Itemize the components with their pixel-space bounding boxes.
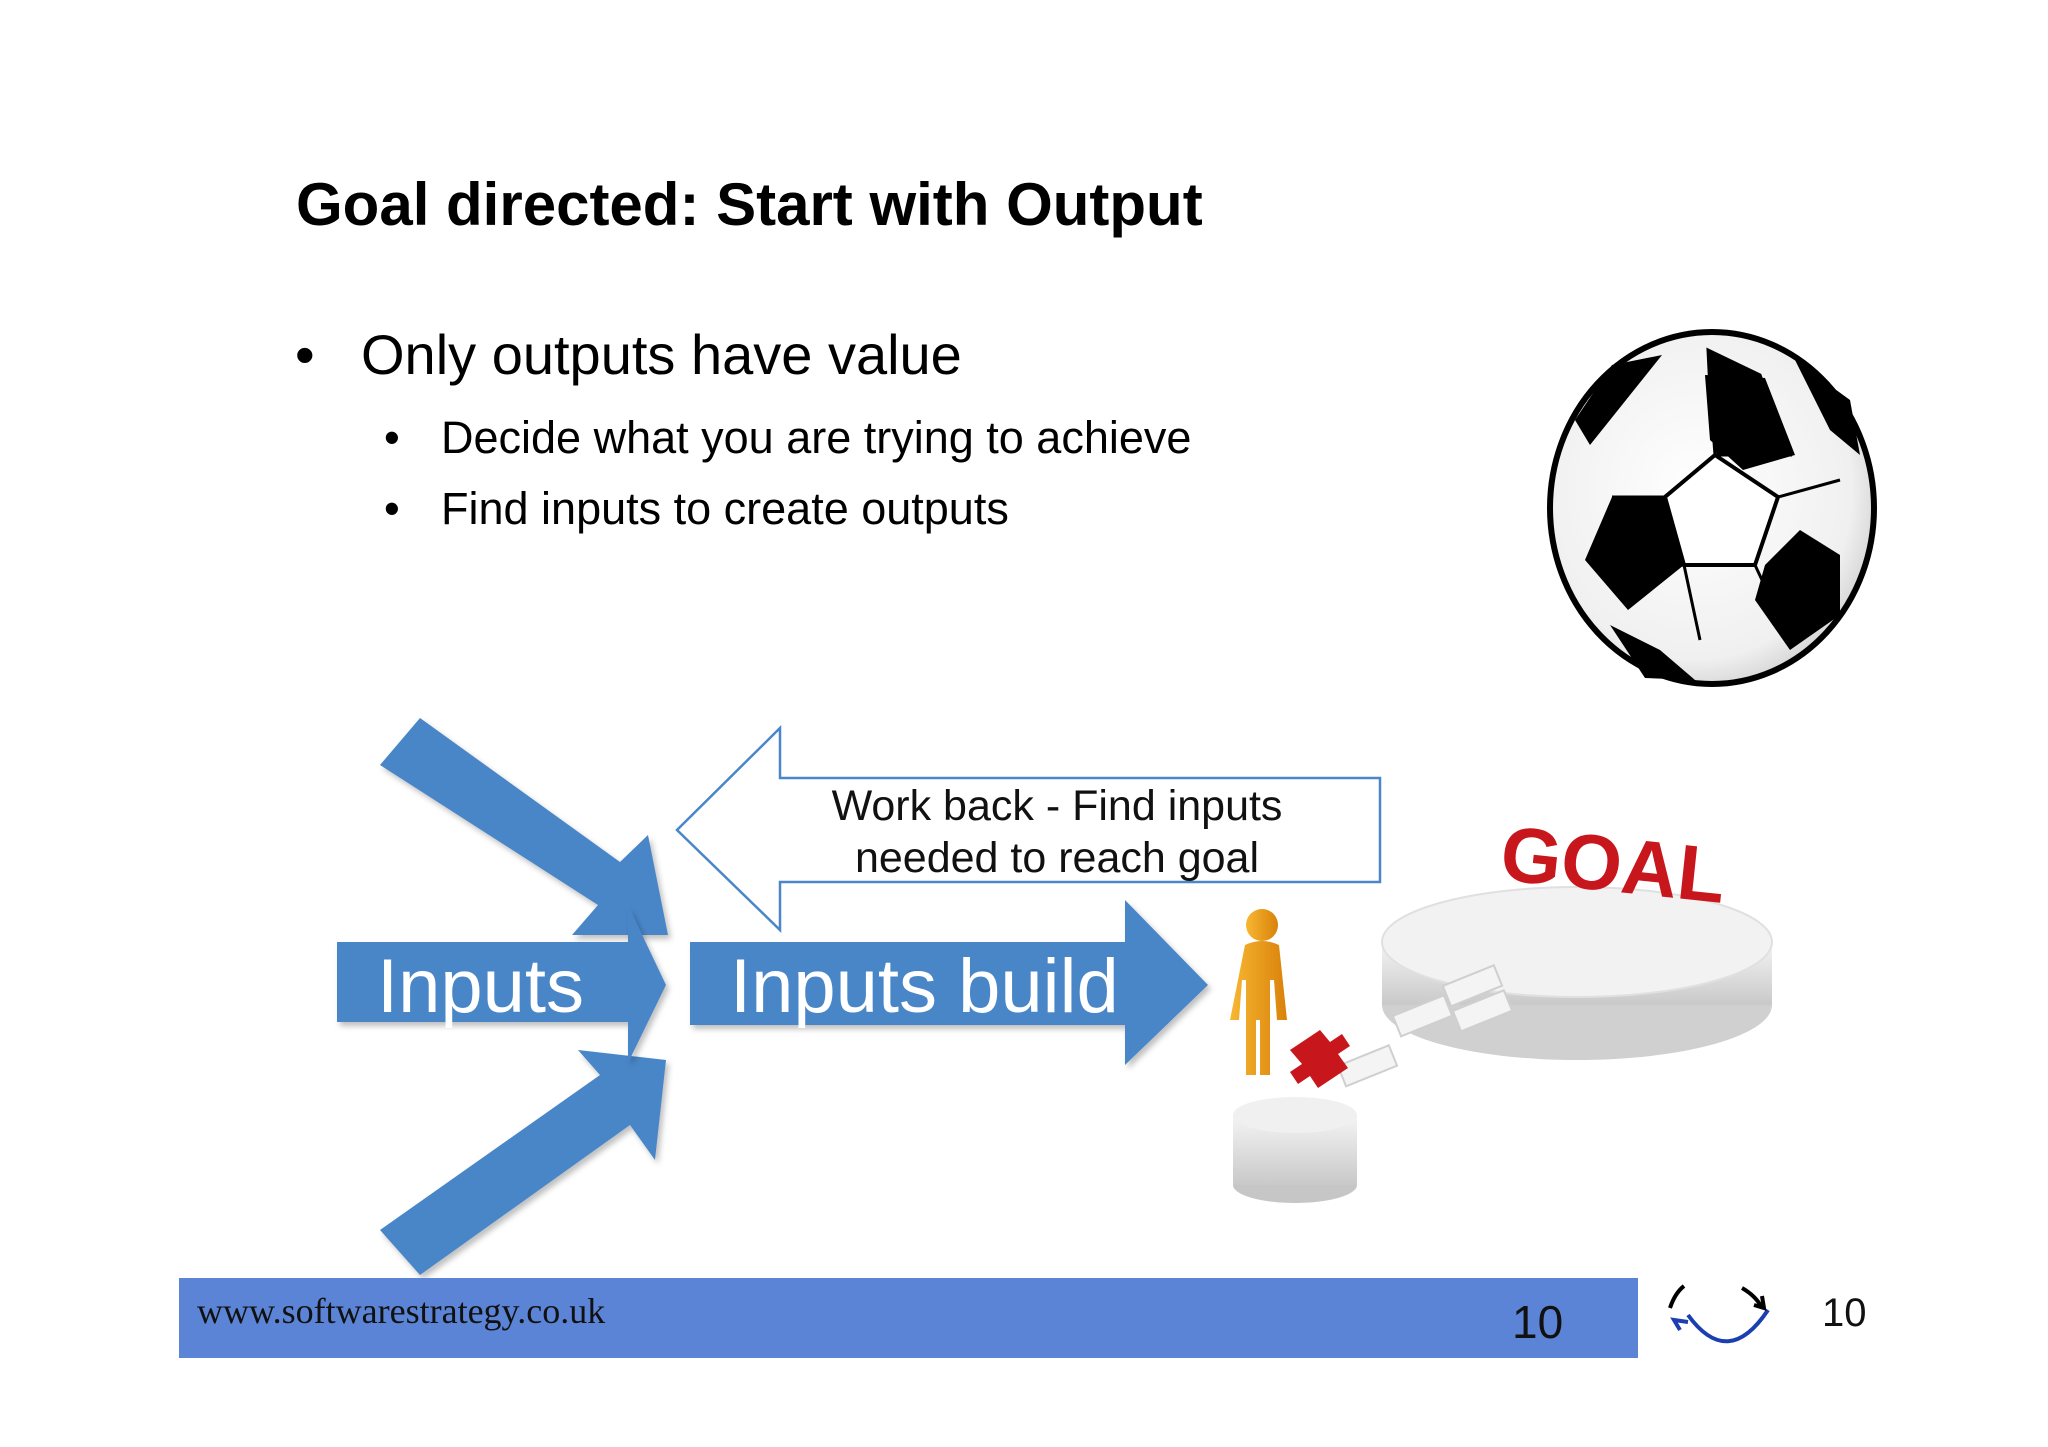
lower-input-arrow (380, 1050, 666, 1275)
slide-page-number: 10 (1822, 1291, 1867, 1335)
bullet-item-1: • Only outputs have value (295, 322, 962, 387)
inputs-build-label: Inputs build (730, 944, 1119, 1029)
bullet-text-2: Decide what you are trying to achieve (441, 412, 1192, 463)
inputs-build-arrow (690, 900, 1208, 1065)
soccer-ball-icon (1547, 329, 1877, 687)
inputs-arrow (337, 905, 666, 1063)
bullet-text-3: Find inputs to create outputs (441, 483, 1009, 534)
bullet-item-3: • Find inputs to create outputs (384, 483, 1009, 535)
work-back-line-2: needed to reach goal (855, 834, 1259, 882)
bullet-item-2: • Decide what you are trying to achieve (384, 412, 1191, 464)
cycle-arrows-icon (1668, 1284, 1770, 1344)
bullet-glyph: • (384, 483, 400, 534)
inputs-label: Inputs (377, 944, 584, 1029)
work-back-arrow (675, 725, 1382, 933)
goal-scene-image: GOAL (1230, 809, 1773, 1203)
bullet-text-1: Only outputs have value (361, 323, 962, 386)
work-back-line-1: Work back - Find inputs (832, 782, 1283, 830)
footer-page-number: 10 (1512, 1296, 1564, 1348)
footer-bar (179, 1278, 1638, 1358)
slide-title: Goal directed: Start with Output (296, 171, 1203, 238)
bullet-glyph: • (384, 412, 400, 463)
bullet-glyph: • (295, 323, 315, 386)
upper-input-arrow (380, 718, 668, 935)
footer-url: www.softwarestrategy.co.uk (197, 1291, 606, 1331)
